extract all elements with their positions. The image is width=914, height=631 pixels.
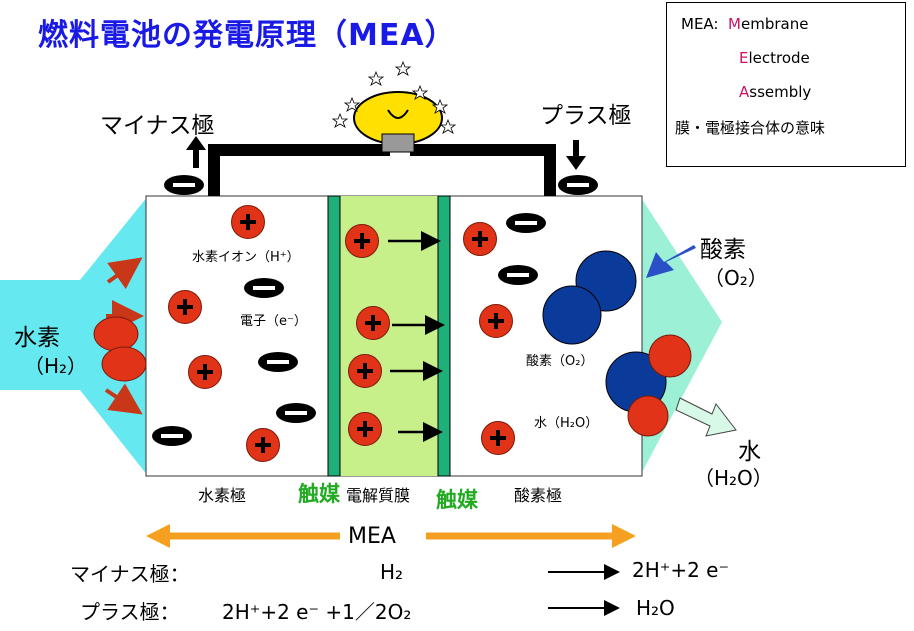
- electron-icon: [152, 426, 192, 446]
- water-label: 水: [738, 439, 761, 465]
- hydrogen-label: 水素: [14, 325, 60, 351]
- hydrogen-electrode-label: 水素極: [198, 486, 247, 505]
- hydrogen-ion-icon: [356, 306, 390, 340]
- legend-line-membrane: MEA: Membrane: [681, 15, 809, 33]
- electron-label: 電子（e⁻）: [240, 314, 307, 329]
- water-formula: （H₂O）: [694, 466, 773, 490]
- oxygen-electrode-label: 酸素極: [514, 486, 563, 505]
- water-inner-label: 水（H₂O）: [534, 416, 599, 431]
- catalyst-label-right: 触媒: [436, 488, 478, 512]
- hydrogen-entry-arrows: [104, 257, 144, 415]
- mea-legend: MEA: Membrane Electrode Assembly 膜・電極接合体…: [666, 2, 906, 167]
- hydrogen-ion-icon: [481, 421, 515, 455]
- equation-minus-label: マイナス極：: [70, 562, 190, 586]
- equation-plus-left: 2H⁺+2 e⁻ +1／2O₂: [222, 600, 412, 624]
- light-bulb-icon: [331, 60, 457, 153]
- electrolyte-label: 電解質膜: [346, 486, 411, 505]
- mea-span-arrow: [146, 524, 636, 548]
- external-circuit-wire: [208, 144, 556, 196]
- equation-minus-left: H₂: [380, 560, 404, 584]
- plus-terminal-label: プラス極: [540, 103, 632, 129]
- electron-icon: [506, 213, 546, 233]
- equation-arrows: [548, 564, 620, 616]
- legend-line-electrode: Electrode: [739, 49, 810, 67]
- electron-icon: [558, 175, 598, 195]
- equation-plus-label: プラス極：: [80, 600, 180, 624]
- hydrogen-atom: [101, 346, 147, 382]
- minus-terminal-label: マイナス極: [100, 113, 215, 139]
- hydrogen-ion-icon: [188, 355, 222, 389]
- up-arrow-icon: [186, 136, 206, 168]
- catalyst-label-left: 触媒: [298, 482, 340, 506]
- hydrogen-ion-icon: [348, 412, 382, 446]
- hydrogen-ion-icon: [246, 428, 280, 462]
- hydrogen-atom: [93, 316, 139, 352]
- down-arrow-icon: [566, 140, 586, 170]
- oxygen-label: 酸素: [700, 237, 746, 263]
- hydrogen-ion-icon: [231, 205, 265, 239]
- legend-line-assembly: Assembly: [739, 83, 812, 101]
- oxygen-atom: [542, 285, 602, 345]
- hydrogen-ion-icon: [479, 304, 513, 338]
- oxygen-formula: （O₂）: [704, 266, 768, 290]
- electron-icon: [164, 175, 204, 195]
- water-hydrogen-atom: [627, 395, 669, 437]
- hydrogen-ion-icon: [168, 290, 202, 324]
- electron-icon: [244, 278, 284, 298]
- equation-minus-right: 2H⁺+2 e⁻: [632, 558, 730, 582]
- ion-migration-arrows: [388, 231, 445, 442]
- oxygen-inflow-arrow: [646, 245, 696, 278]
- catalyst-strip-left: [327, 195, 341, 477]
- hydrogen-ion-icon: [463, 222, 497, 256]
- page-title: 燃料電池の発電原理（MEA）: [38, 18, 456, 53]
- oxygen-inner-label: 酸素（O₂）: [526, 354, 594, 369]
- water-outflow-arrow: [675, 397, 737, 437]
- hydrogen-ion-icon: [348, 354, 382, 388]
- catalyst-strip-right: [437, 195, 451, 477]
- electron-icon: [498, 265, 538, 285]
- legend-line-meaning: 膜・電極接合体の意味: [675, 119, 826, 137]
- electron-icon: [258, 352, 298, 372]
- equation-plus-right: H₂O: [636, 596, 675, 620]
- water-hydrogen-atom: [648, 334, 692, 378]
- hydrogen-formula: （H₂）: [24, 354, 88, 378]
- mea-label: MEA: [348, 524, 396, 549]
- electron-icon: [276, 403, 316, 423]
- hydrogen-ion-icon: [345, 224, 379, 258]
- hydrogen-ion-label: 水素イオン（H⁺）: [192, 250, 300, 265]
